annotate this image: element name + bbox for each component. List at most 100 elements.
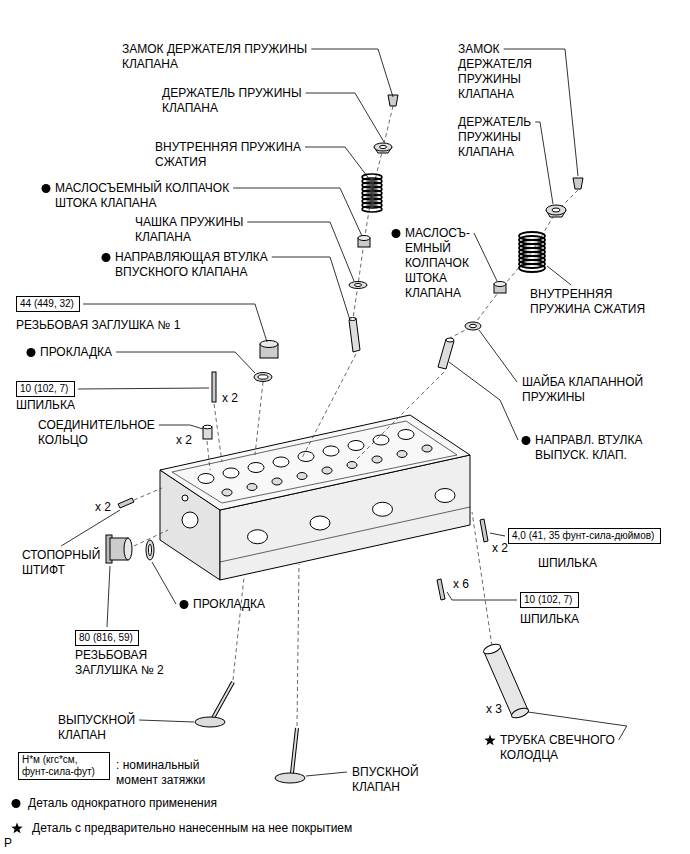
- leader-line: [447, 592, 517, 600]
- part-label: РЕЗЬБОВАЯ ЗАГЛУШКА № 1: [16, 318, 180, 333]
- label-text: ВНУТРЕННЯЯ ПРУЖИНА СЖАТИЯ: [155, 140, 301, 169]
- part-label: МАСЛОСЪ- ЕМНЫЙ КОЛПАЧОК ШТОКА КЛАПАНА: [405, 226, 483, 301]
- legend-text: : номинальный момент затяжки: [116, 758, 205, 787]
- leader-line: [78, 388, 209, 389]
- leader-line: [107, 566, 110, 627]
- leader-line: [479, 330, 517, 382]
- part-label: НАПРАВЛ. ВТУЛКА ВЫПУСК. КЛАП.: [535, 433, 647, 463]
- label-text: ШПИЛЬКА: [538, 556, 597, 570]
- torque-box: Н*м (кгс*см, фунт-сила-фут): [18, 752, 110, 780]
- torque-value: 4,0 (41, 35 фунт-сила-дюймов): [512, 530, 654, 541]
- torque-box: 4,0 (41, 35 фунт-сила-дюймов): [508, 528, 661, 544]
- label-text: ВЫПУСКНОЙ КЛАПАН: [58, 713, 135, 742]
- leader-line: [306, 772, 347, 776]
- single-use-bullets: [11, 184, 530, 833]
- label-text: РЕЗЬБОВАЯ ЗАГЛУШКА № 2: [75, 648, 164, 677]
- label-text: ШПИЛЬКА: [16, 398, 75, 412]
- part-label: P: [4, 836, 12, 851]
- torque-value: Н*м (кгс*см, фунт-сила-фут): [22, 754, 95, 777]
- part-label: x 2: [492, 541, 508, 556]
- label-text: СТОПОРНЫЙ ШТИФТ: [22, 548, 100, 577]
- torque-box: 10 (102, 7): [520, 592, 579, 608]
- legend-entry: Деталь с предварительно нанесенным на не…: [32, 821, 352, 836]
- label-text: ЗАМОК ДЕРЖАТЕЛЯ ПРУЖИНЫ КЛАПАНА: [458, 42, 532, 101]
- leader-line: [547, 266, 571, 285]
- leader-line: [116, 352, 255, 373]
- part-label: ВЫПУСКНОЙ КЛАПАН: [58, 713, 158, 743]
- part-label: РЕЗЬБОВАЯ ЗАГЛУШКА № 2: [75, 648, 205, 678]
- part-label: СОЕДИНИТЕЛЬНОЕ КОЛЬЦО: [38, 418, 173, 448]
- label-text: ЗАМОК ДЕРЖАТЕЛЯ ПРУЖИНЫ КЛАПАНА: [122, 42, 307, 71]
- label-text: ДЕРЖАТЕЛЬ ПРУЖИНЫ КЛАПАНА: [162, 86, 302, 115]
- leader-line: [159, 425, 203, 429]
- part-label: ВНУТРЕННЯЯ ПРУЖИНА СЖАТИЯ: [530, 287, 655, 317]
- label-text: ЧАШКА ПРУЖИНЫ КЛАПАНА: [135, 215, 243, 244]
- leader-line: [490, 533, 505, 536]
- part-label: ПРОКЛАДКА: [40, 345, 112, 360]
- part-label: ТРУБКА СВЕЧНОГО КОЛОДЦА: [500, 733, 640, 763]
- leader-line: [535, 122, 553, 204]
- label-text: ТРУБКА СВЕЧНОГО КОЛОДЦА: [500, 733, 615, 762]
- part-label: x 3: [486, 702, 502, 717]
- part-label: ДЕРЖАТЕЛЬ ПРУЖИНЫ КЛАПАНА: [458, 115, 553, 160]
- leader-line: [139, 720, 194, 722]
- part-label: СТОПОРНЫЙ ШТИФТ: [22, 548, 117, 578]
- leader-line: [61, 510, 120, 546]
- label-text: ПРОКЛАДКА: [40, 345, 112, 359]
- part-label: ЧАШКА ПРУЖИНЫ КЛАПАНА: [135, 215, 260, 245]
- part-label: x 6: [453, 577, 469, 592]
- part-label: x 2: [222, 391, 238, 406]
- part-label: НАПРАВЛЯЮЩАЯ ВТУЛКА ВПУСКНОГО КЛАПАНА: [115, 250, 290, 280]
- part-label: ВПУСКНОЙ КЛАПАН: [352, 765, 452, 795]
- part-label: МАСЛОСЪЕМНЫЙ КОЛПАЧОК ШТОКА КЛАПАНА: [55, 181, 245, 211]
- label-text: P: [4, 836, 12, 850]
- part-label: x 2: [176, 433, 192, 448]
- part-label: ШПИЛЬКА: [16, 398, 75, 413]
- label-text: МАСЛОСЪЕМНЫЙ КОЛПАЧОК ШТОКА КЛАПАНА: [55, 181, 229, 210]
- leader-line: [311, 49, 393, 97]
- label-text: НАПРАВЛ. ВТУЛКА ВЫПУСК. КЛАП.: [535, 433, 642, 462]
- torque-box: 44 (449, 32): [16, 296, 80, 312]
- torque-box: 80 (816, 59): [75, 630, 139, 646]
- torque-value: 80 (816, 59): [79, 632, 133, 643]
- label-text: ДЕРЖАТЕЛЬ ПРУЖИНЫ КЛАПАНА: [458, 115, 531, 159]
- label-text: x 2: [492, 541, 508, 555]
- legend-text: Деталь однократного применения: [28, 796, 217, 810]
- legend-text: Деталь с предварительно нанесенным на не…: [32, 821, 352, 835]
- label-text: РЕЗЬБОВАЯ ЗАГЛУШКА № 1: [16, 318, 180, 332]
- part-label: ШПИЛЬКА: [520, 612, 579, 627]
- legend-entry: Деталь однократного применения: [28, 796, 217, 811]
- label-text: x 2: [176, 433, 192, 447]
- leader-line: [449, 362, 518, 440]
- label-text: ШПИЛЬКА: [520, 612, 579, 626]
- part-label: ДЕРЖАТЕЛЬ ПРУЖИНЫ КЛАПАНА: [162, 86, 322, 116]
- label-text: СОЕДИНИТЕЛЬНОЕ КОЛЬЦО: [38, 418, 155, 447]
- leader-line: [305, 147, 370, 180]
- part-label: ЗАМОК ДЕРЖАТЕЛЯ ПРУЖИНЫ КЛАПАНА: [458, 42, 548, 102]
- label-text: x 3: [486, 702, 502, 716]
- leader-line: [152, 562, 176, 604]
- label-text: x 6: [453, 577, 469, 591]
- label-text: x 2: [222, 391, 238, 405]
- part-label: ШАЙБА КЛАПАННОЙ ПРУЖИНЫ: [522, 375, 672, 405]
- part-label: ЗАМОК ДЕРЖАТЕЛЯ ПРУЖИНЫ КЛАПАНА: [122, 42, 337, 72]
- leader-line: [306, 93, 384, 142]
- part-label: ПРОКЛАДКА: [193, 597, 265, 612]
- label-text: ВПУСКНОЙ КЛАПАН: [352, 765, 419, 794]
- legend-entry: : номинальный момент затяжки: [116, 758, 226, 788]
- part-label: x 2: [95, 500, 111, 515]
- torque-box: 10 (102, 7): [16, 381, 75, 397]
- label-text: x 2: [95, 500, 111, 514]
- torque-value: 10 (102, 7): [20, 383, 68, 394]
- torque-value: 44 (449, 32): [20, 298, 74, 309]
- label-text: НАПРАВЛЯЮЩАЯ ВТУЛКА ВПУСКНОГО КЛАПАНА: [115, 250, 268, 279]
- part-label: ВНУТРЕННЯЯ ПРУЖИНА СЖАТИЯ: [155, 140, 325, 170]
- label-text: ПРОКЛАДКА: [193, 597, 265, 611]
- label-text: ШАЙБА КЛАПАННОЙ ПРУЖИНЫ: [522, 375, 643, 404]
- leader-line: [272, 257, 350, 320]
- part-label: ШПИЛЬКА: [538, 556, 597, 571]
- label-text: ВНУТРЕННЯЯ ПРУЖИНА СЖАТИЯ: [530, 287, 645, 316]
- torque-value: 10 (102, 7): [524, 594, 572, 605]
- label-text: МАСЛОСЪ- ЕМНЫЙ КОЛПАЧОК ШТОКА КЛАПАНА: [405, 226, 470, 300]
